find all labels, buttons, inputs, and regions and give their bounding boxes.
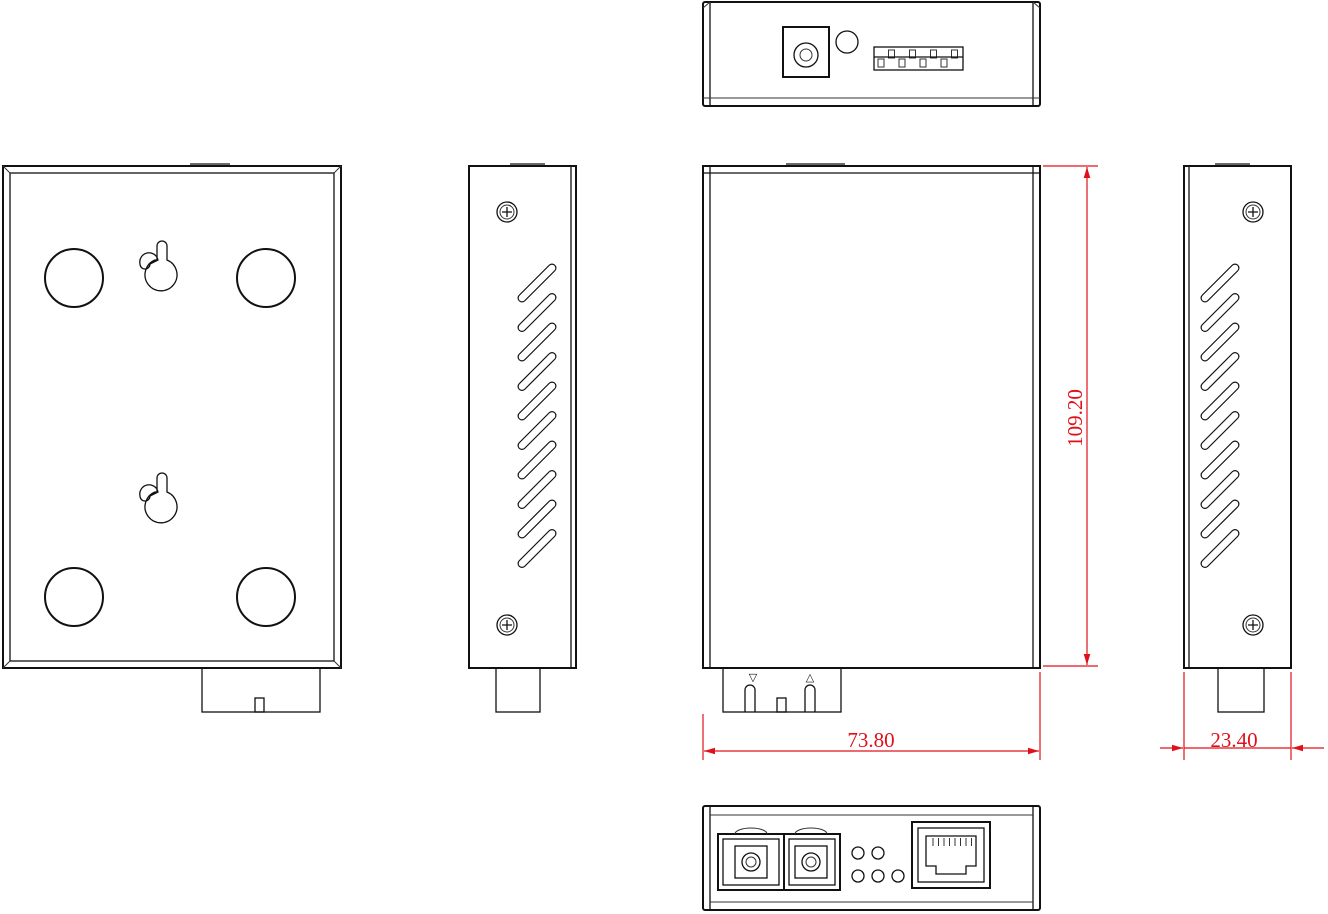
led-indicator-icon xyxy=(851,869,865,883)
dip-switch-key xyxy=(940,58,948,68)
vent-slot-inner xyxy=(518,323,556,361)
screw-icon xyxy=(496,614,518,636)
dip-switch-key xyxy=(919,58,927,68)
dip-switch-icon xyxy=(873,46,964,71)
vent-slot-inner xyxy=(518,441,556,479)
top-view xyxy=(702,1,1041,107)
vent-slot-inner xyxy=(1201,323,1239,361)
vent-slot-inner xyxy=(518,530,556,567)
dimension-lines: 73.80 109.20 23.40 xyxy=(702,165,1324,760)
depth-dimension-label: 23.40 xyxy=(1210,728,1257,752)
side-connector xyxy=(495,667,541,713)
front-view-outline xyxy=(702,165,1041,669)
vent-slot-inner xyxy=(1201,530,1239,567)
led-indicator-icon xyxy=(891,869,905,883)
sc-connector-outline xyxy=(722,667,842,713)
rubber-foot xyxy=(236,248,296,308)
back-view-inner-frame xyxy=(9,172,335,662)
screw-icon xyxy=(496,201,518,223)
vent-slot-inner xyxy=(518,471,556,508)
dip-switch-key xyxy=(951,49,958,59)
dip-switch-key xyxy=(909,49,916,59)
vent-slot-inner xyxy=(518,500,556,538)
dip-switch-key xyxy=(888,49,895,59)
side-view-left xyxy=(468,163,577,713)
rubber-foot xyxy=(44,248,104,308)
port-view xyxy=(702,805,1041,911)
vent-slot-inner xyxy=(518,382,556,420)
vent-slot-inner xyxy=(1201,441,1239,479)
back-view-outline xyxy=(2,165,342,669)
sc-fiber-port-icon xyxy=(717,827,785,891)
dip-switch-key xyxy=(877,58,885,68)
vent-slot-inner xyxy=(1201,382,1239,420)
dip-switch-key xyxy=(898,58,906,68)
back-view xyxy=(2,163,342,713)
dip-switch-key xyxy=(930,49,937,59)
bottom-connector xyxy=(201,667,321,713)
sc-fiber-port-icon xyxy=(783,827,841,891)
led-indicator-icon xyxy=(871,869,885,883)
side-view-right xyxy=(1183,163,1292,713)
tx-marker: ▽ xyxy=(749,672,758,684)
rubber-foot xyxy=(236,567,296,627)
rx-marker: △ xyxy=(806,672,815,684)
screw-icon xyxy=(1242,614,1264,636)
vent-slot-inner xyxy=(1201,471,1239,508)
vent-slot-inner xyxy=(518,294,556,331)
keyhole-icon xyxy=(139,240,178,292)
vent-slot-inner xyxy=(1201,294,1239,331)
dc-jack-icon xyxy=(782,26,830,78)
rj45-port-icon xyxy=(911,821,991,889)
vent-slot-inner xyxy=(518,264,556,302)
power-led-icon xyxy=(835,30,859,54)
top-view-outline xyxy=(702,1,1041,107)
led-indicator-icon xyxy=(871,846,885,860)
vent-slot-inner xyxy=(1201,264,1239,302)
port-view-outline xyxy=(702,805,1041,911)
vent-slot-inner xyxy=(518,353,556,390)
keyhole-icon xyxy=(139,472,178,524)
vent-slot-inner xyxy=(518,412,556,449)
rubber-foot xyxy=(44,567,104,627)
vent-slot-inner xyxy=(1201,412,1239,449)
vent-slot-inner xyxy=(1201,353,1239,390)
led-indicator-icon xyxy=(851,846,865,860)
vent-slot-icon xyxy=(1200,263,1240,568)
screw-icon xyxy=(1242,201,1264,223)
vent-slot-inner xyxy=(1201,500,1239,538)
vent-slot-icon xyxy=(517,263,557,568)
width-dimension-label: 73.80 xyxy=(847,728,894,752)
side-connector xyxy=(1217,667,1265,713)
front-view: ▽ △ xyxy=(702,163,1041,713)
height-dimension-label: 109.20 xyxy=(1063,389,1087,447)
